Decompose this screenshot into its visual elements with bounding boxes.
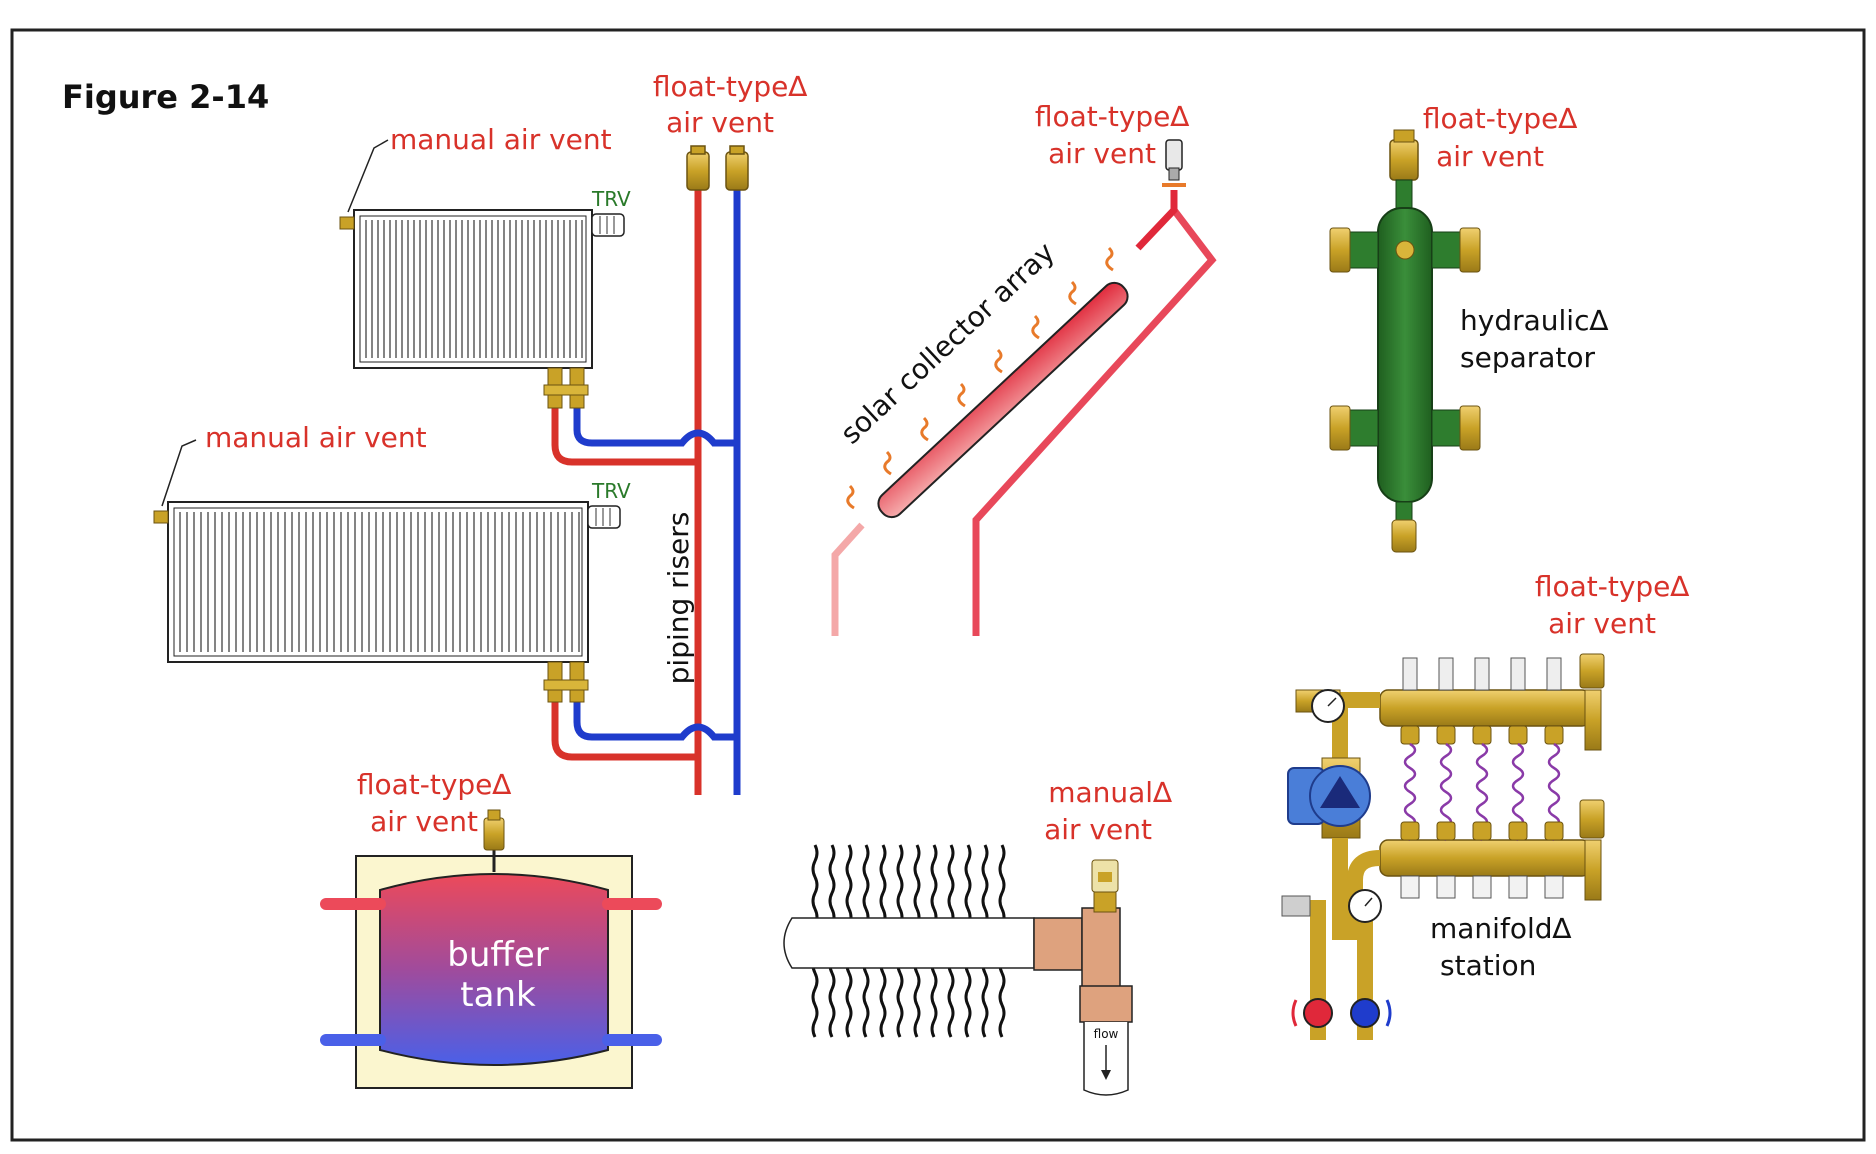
loop-valve [1508,725,1528,745]
manual-vent-label-top: manual air vent [390,123,612,156]
solar-vent-label-2: air vent [1048,137,1156,170]
sun-ray [1031,314,1040,340]
flow-meter [1510,657,1526,691]
flow-meter [1402,657,1418,691]
trv-label-mid: TRV [591,479,631,503]
solar-vent-label-1: float-type∆ [1035,100,1190,133]
separator-vent-label-1: float-type∆ [1423,102,1578,135]
trv-label-top: TRV [591,187,631,211]
pipe-vent-label-1: manual∆ [1048,776,1172,809]
tank-vent-label-1: float-type∆ [357,768,512,801]
loop-valve [1436,725,1456,745]
air-vent-icon [686,145,749,191]
loop-valve [1400,725,1420,745]
manifold-vent-label-2: air vent [1548,607,1656,640]
sun-ray [883,450,892,476]
loop-valve [1544,821,1564,841]
separator-vent-label-2: air vent [1436,140,1544,173]
pipe-manual-vent [783,844,1133,1096]
manifold-label-2: station [1440,949,1536,982]
manual-vent-leader-top [347,139,389,213]
loop-valve [1508,821,1528,841]
flow-meter [1438,657,1454,691]
loop-actuator [1544,875,1564,899]
pressure-gauge-icon [1311,689,1382,923]
sun-ray [994,348,1003,374]
loop-valve [1472,725,1492,745]
separator-label-1: hydraulic∆ [1460,304,1608,337]
buffer-tank-icon [320,809,662,1089]
flow-meter [1474,657,1490,691]
sun-ray [1068,280,1077,306]
manifold-station [1281,653,1605,1040]
loop-valve [1472,821,1492,841]
loop-valve [1436,821,1456,841]
loop-valve [1544,725,1564,745]
flow-meter [1546,657,1562,691]
manifold-label-1: manifold∆ [1430,912,1572,945]
manifold-vent-label-1: float-type∆ [1535,570,1690,603]
manual-vent-label-mid: manual air vent [205,421,427,454]
separator-label-2: separator [1460,341,1596,374]
sun-ray [957,382,966,408]
risers-vent-label-2: air vent [666,106,774,139]
piping-risers-label: piping risers [662,512,695,685]
flow-label: flow [1094,1027,1119,1041]
risers-vent-label-1: float-type∆ [653,70,808,103]
radiator-top [339,209,625,409]
pump-icon [1287,765,1371,827]
tank-vent-label-2: air vent [370,805,478,838]
sun-ray [1105,246,1114,272]
figure-title: Figure 2-14 [62,78,269,116]
loop-actuator [1436,875,1456,899]
loop-actuator [1400,875,1420,899]
loop-valve [1400,821,1420,841]
loop-actuator [1508,875,1528,899]
sun-ray [920,416,929,442]
tank-label-2: tank [460,975,536,1015]
tank-label-1: buffer [447,935,548,975]
sun-ray [846,484,855,510]
loop-actuator [1472,875,1492,899]
pipe-vent-label-2: air vent [1044,813,1152,846]
piping-risers [551,145,749,795]
manual-vent-leader-mid [161,439,197,507]
radiator-middle [153,501,621,703]
solar-collector-icon [831,139,1217,636]
hydraulic-separator [1329,129,1481,553]
